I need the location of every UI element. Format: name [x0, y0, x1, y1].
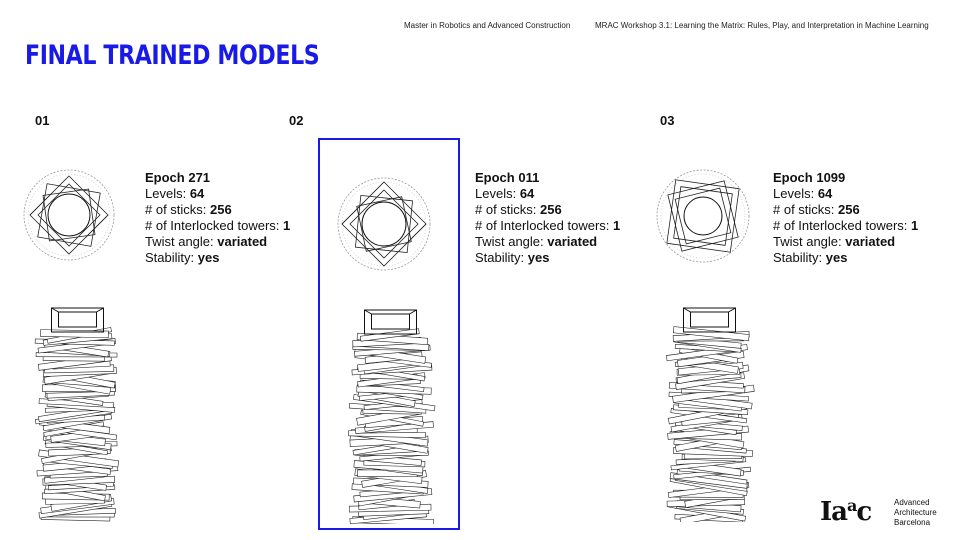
workshop-title: MRAC Workshop 3.1: Learning the Matrix: … [595, 21, 929, 30]
top-view-drawing-03 [656, 169, 750, 263]
twist-value: variated [845, 234, 896, 249]
model-number-01: 01 [35, 113, 50, 128]
levels-label: Levels: [475, 186, 520, 201]
twist-value: variated [217, 234, 268, 249]
stability-value: yes [527, 250, 550, 265]
epoch-label: Epoch 1099 [773, 170, 846, 185]
levels-value: 64 [189, 186, 205, 201]
twist-value: variated [547, 234, 598, 249]
page-title: FINAL TRAINED MODELS [25, 40, 320, 71]
sticks-value: 256 [838, 202, 860, 217]
levels-label: Levels: [145, 186, 190, 201]
twist-label: Twist angle: [773, 234, 846, 249]
towers-label: # of Interlocked towers: [475, 218, 614, 233]
tower-drawing-01 [34, 307, 120, 522]
towers-label: # of Interlocked towers: [145, 218, 284, 233]
sticks-value: 256 [210, 202, 232, 217]
towers-label: # of Interlocked towers: [773, 218, 912, 233]
model-info-01: Epoch 271 Levels: 64 # of sticks: 256 # … [145, 170, 290, 266]
stability-label: Stability: [475, 250, 528, 265]
model-info-02: Epoch 011 Levels: 64 # of sticks: 256 # … [475, 170, 620, 266]
selected-model-frame [318, 138, 460, 530]
stability-value: yes [825, 250, 848, 265]
iaac-logo: Iaac Advanced Architecture Barcelona [820, 496, 950, 528]
towers-value: 1 [283, 218, 291, 233]
iaac-logo-text: Advanced Architecture Barcelona [894, 498, 937, 527]
levels-value: 64 [519, 186, 535, 201]
model-number-03: 03 [660, 113, 675, 128]
tower-drawing-03 [666, 307, 755, 522]
model-number-02: 02 [289, 113, 304, 128]
twist-label: Twist angle: [145, 234, 218, 249]
towers-value: 1 [911, 218, 919, 233]
sticks-label: # of sticks: [145, 202, 211, 217]
iaac-logo-mark: Iaac [820, 496, 872, 527]
stability-label: Stability: [145, 250, 198, 265]
tower-drawing-02 [348, 309, 436, 524]
stability-value: yes [197, 250, 220, 265]
levels-value: 64 [817, 186, 833, 201]
twist-label: Twist angle: [475, 234, 548, 249]
towers-value: 1 [613, 218, 621, 233]
sticks-label: # of sticks: [773, 202, 839, 217]
model-info-03: Epoch 1099 Levels: 64 # of sticks: 256 #… [773, 170, 918, 266]
epoch-label: Epoch 011 [475, 170, 540, 185]
stability-label: Stability: [773, 250, 826, 265]
top-view-drawing-02 [337, 177, 431, 271]
program-name: Master in Robotics and Advanced Construc… [404, 21, 571, 30]
sticks-value: 256 [540, 202, 562, 217]
top-view-drawing-01 [23, 169, 115, 261]
epoch-label: Epoch 271 [145, 170, 211, 185]
sticks-label: # of sticks: [475, 202, 541, 217]
levels-label: Levels: [773, 186, 818, 201]
